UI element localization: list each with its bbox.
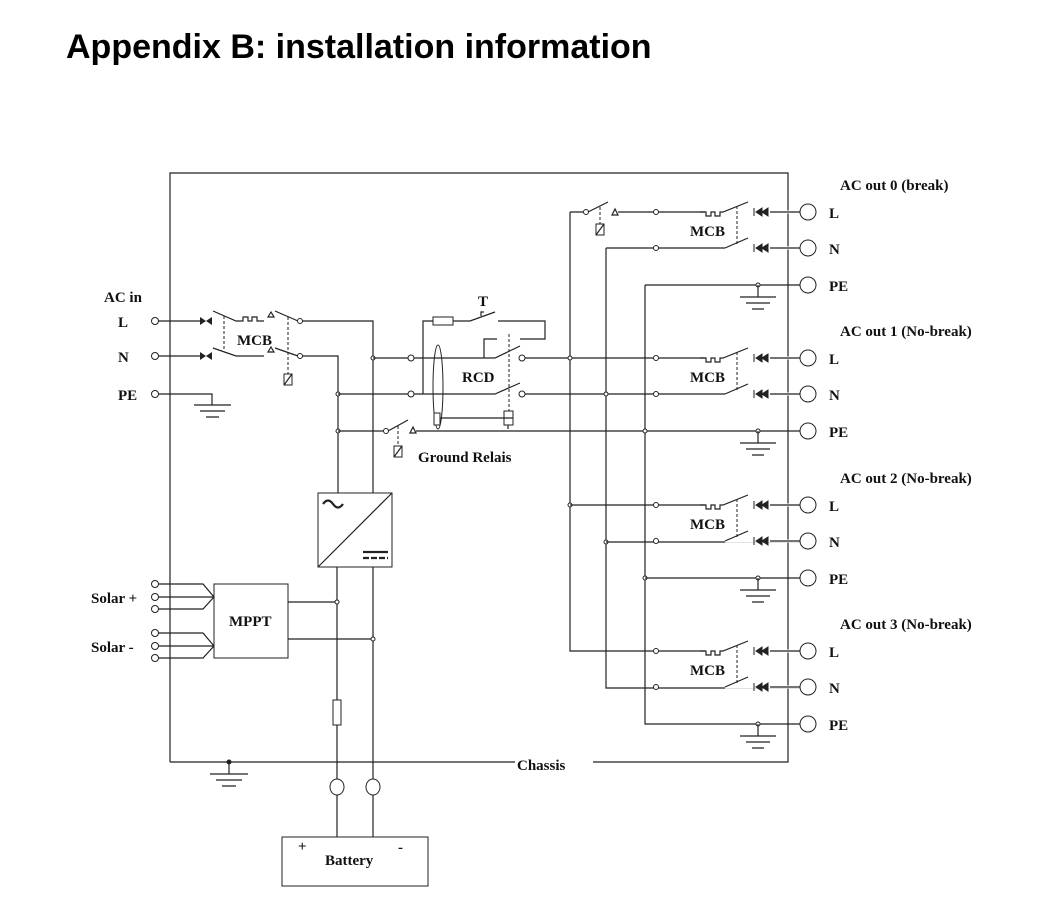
ac-out-2-pe-terminal: [799, 569, 817, 587]
ac-out-3-n-label: N: [829, 681, 840, 697]
ground-icon: [740, 724, 776, 749]
mcb-icon: [653, 640, 800, 690]
ac-out-3-pe-label: PE: [829, 718, 848, 734]
ac-out-0-n-terminal: [799, 239, 817, 257]
ac-out-2-l-label: L: [829, 499, 839, 515]
ac-out-0-n-label: N: [829, 242, 840, 258]
ac-out-1: AC out 1 (No-break)L N PE MCB: [653, 324, 972, 456]
connector-icon: [753, 500, 769, 546]
inverter-icon: [317, 492, 393, 568]
battery-minus-terminal: [365, 778, 381, 796]
ac-in-label: AC in: [104, 290, 143, 306]
ac-out-3-pe-terminal: [799, 715, 817, 733]
ground-icon: [740, 285, 776, 310]
ac-out-2-n-terminal: [799, 532, 817, 550]
ac-out-2-mcb-label: MCB: [690, 517, 725, 533]
ground-icon: [740, 578, 776, 603]
ac-out-2-n-label: N: [829, 535, 840, 551]
rcd-label: RCD: [462, 370, 495, 386]
connector-icon: [200, 317, 212, 360]
test-button-label: T: [478, 294, 488, 310]
connector-icon: [753, 353, 769, 399]
mcb-icon: [653, 494, 800, 544]
ac-in-l-terminal: [151, 317, 159, 325]
chassis-ground-icon: [210, 762, 248, 787]
battery-label: Battery: [325, 853, 374, 869]
connector-icon: [753, 207, 769, 253]
ground-icon: [740, 431, 776, 456]
ac-out-1-pe-label: PE: [829, 425, 848, 441]
ground-relay-label: Ground Relais: [418, 450, 512, 466]
mppt-label: MPPT: [229, 614, 272, 630]
ground-relay-icon: [383, 419, 800, 458]
ac-out-0-pe-terminal: [799, 276, 817, 294]
ac-in-mcb-label: MCB: [237, 333, 272, 349]
solar-minus-label: Solar -: [91, 640, 134, 656]
ac-out-1-pe-terminal: [799, 422, 817, 440]
solar-plus-label: Solar +: [91, 591, 137, 607]
ac-out-3-n-terminal: [799, 678, 817, 696]
ac-out-0-pe-label: PE: [829, 279, 848, 295]
ac-in-pe-label: PE: [118, 388, 137, 404]
battery-minus-label: -: [398, 840, 403, 856]
battery-box: [281, 836, 429, 887]
ac-in-n-terminal: [151, 352, 159, 360]
ac-out-3-l-label: L: [829, 645, 839, 661]
ac-out-0-mcb-label: MCB: [690, 224, 725, 240]
ac-out-3-l-terminal: [799, 642, 817, 660]
ac-out-2-title: AC out 2 (No-break): [840, 471, 972, 487]
ac-in-n-label: N: [118, 350, 129, 366]
ac-out-0-l-terminal: [799, 203, 817, 221]
mcb-icon: [653, 201, 800, 251]
mcb-icon: [653, 347, 800, 397]
ac-out-1-l-terminal: [799, 349, 817, 367]
ac-in-pe-terminal: [151, 390, 159, 398]
ac-out-2-pe-label: PE: [829, 572, 848, 588]
ac-in-mcb-icon: [212, 310, 303, 386]
ac-out-1-n-terminal: [799, 385, 817, 403]
rcd-icon: [407, 311, 546, 430]
battery-plus-terminal: [329, 778, 345, 796]
ac-out-2: AC out 2 (No-break)L N PE MCB: [653, 471, 972, 603]
ac-out-3: AC out 3 (No-break)L N PE MCB: [653, 617, 972, 749]
ac-out-1-l-label: L: [829, 352, 839, 368]
mppt-box: [213, 583, 289, 659]
connector-icon: [753, 646, 769, 692]
chassis-label: Chassis: [517, 758, 566, 774]
ac-out-1-mcb-label: MCB: [690, 370, 725, 386]
page-title: Appendix B: installation information: [66, 28, 652, 66]
ac-in-l-label: L: [118, 315, 128, 331]
ac-out-1-n-label: N: [829, 388, 840, 404]
ac-out-0-title: AC out 0 (break): [840, 178, 948, 194]
ac-out-2-l-terminal: [799, 496, 817, 514]
ac-in-ground-icon: [194, 404, 231, 418]
fuse-icon: [332, 699, 342, 726]
ac-out-3-mcb-label: MCB: [690, 663, 725, 679]
solar-terminals: [151, 580, 215, 662]
battery-plus-label: +: [298, 839, 307, 855]
ac-out-3-title: AC out 3 (No-break): [840, 617, 972, 633]
ac-out-0-l-label: L: [829, 206, 839, 222]
ac-out-1-title: AC out 1 (No-break): [840, 324, 972, 340]
ac-out-0: AC out 0 (break)L N PE MCB: [653, 178, 948, 310]
